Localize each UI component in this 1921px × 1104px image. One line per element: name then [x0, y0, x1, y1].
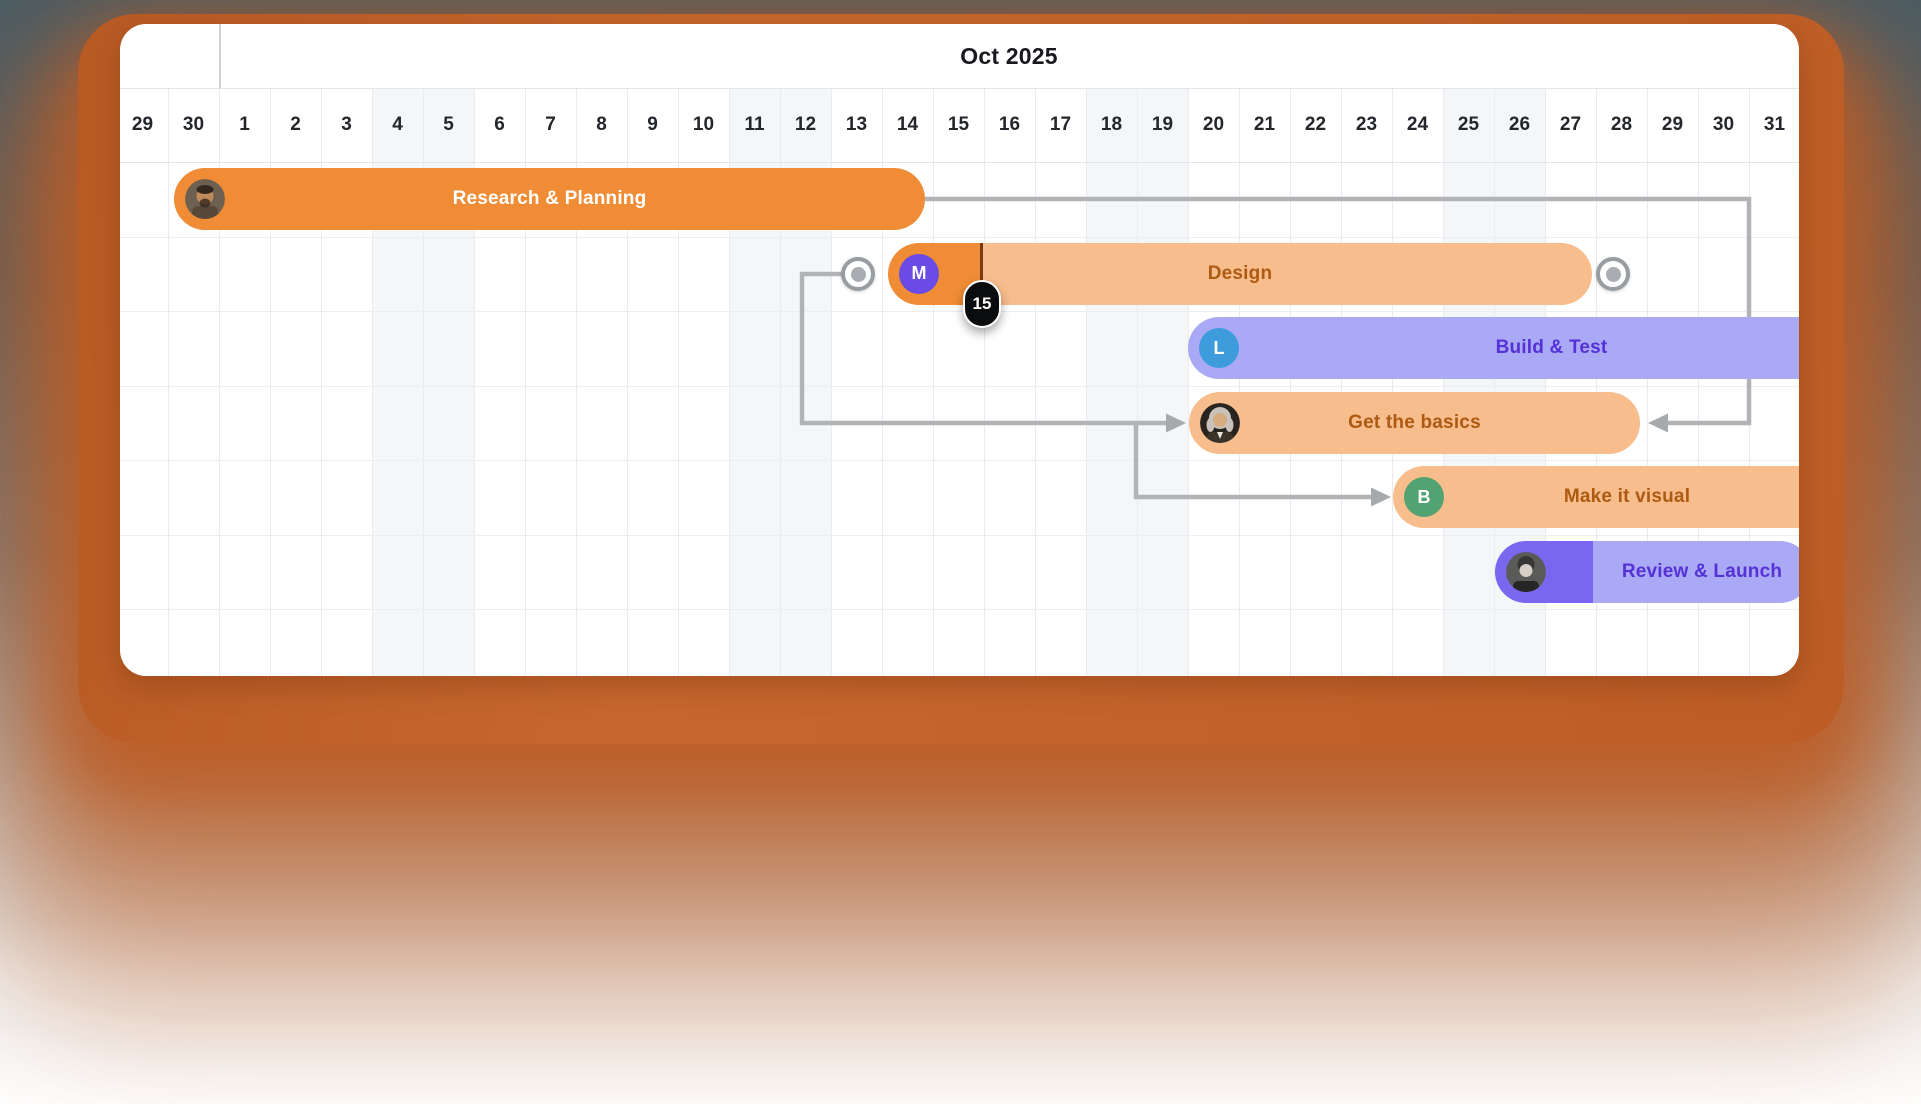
day-header-cell: 15: [947, 114, 970, 135]
weekend-column: [1137, 88, 1188, 676]
letter-avatar[interactable]: M: [899, 253, 939, 294]
dependency-arrow-icon: [1371, 487, 1391, 507]
task-label: Get the basics: [1348, 411, 1481, 433]
grid-hline: [120, 460, 1799, 461]
day-header-cell: 5: [443, 114, 454, 135]
grid-vline: [576, 88, 577, 676]
day-header-cell: 7: [545, 114, 556, 135]
grid-hline: [120, 311, 1799, 312]
grid-vline: [933, 88, 934, 676]
grid-vline: [729, 88, 730, 676]
day-header-cell: 12: [794, 114, 817, 135]
day-header-cell: 20: [1202, 114, 1225, 135]
day-header-cell: 8: [596, 114, 607, 135]
dependency-arrow-icon: [1648, 413, 1668, 433]
task-label: Make it visual: [1563, 486, 1691, 508]
grid-vline: [423, 88, 424, 676]
resize-handle-left[interactable]: [841, 257, 875, 291]
grid-vline: [1188, 88, 1189, 676]
grid-vline: [1086, 88, 1087, 676]
day-header-cell: 6: [494, 114, 505, 135]
grid-vline: [1035, 88, 1036, 676]
grid-vline: [372, 88, 373, 676]
grid-hline: [120, 385, 1799, 387]
grid-vline: [1137, 88, 1138, 676]
grid-vline: [321, 88, 322, 676]
task-label: Design: [1207, 262, 1273, 284]
grid-vline: [219, 88, 220, 676]
letter-avatar[interactable]: L: [1199, 328, 1239, 369]
task-label: Research & Planning: [452, 188, 647, 210]
day-header-cell: 13: [845, 114, 868, 135]
grid-vline: [627, 88, 628, 676]
day-header-cell: 30: [1712, 114, 1735, 135]
letter-avatar[interactable]: B: [1404, 477, 1444, 518]
day-header-cell: 29: [131, 114, 154, 135]
grid-hline: [120, 162, 1799, 163]
day-header-cell: 25: [1457, 114, 1480, 135]
resize-handle-right[interactable]: [1596, 257, 1630, 291]
grid-vline: [1290, 88, 1291, 676]
day-header-cell: 14: [896, 114, 919, 135]
grid-vline: [474, 88, 475, 676]
drag-date-line: [980, 243, 983, 284]
grid-vline: [780, 88, 781, 676]
day-header-cell: 11: [744, 114, 765, 135]
day-header-cell: 3: [341, 114, 352, 135]
grid-hline: [120, 236, 1799, 238]
day-header-cell: 2: [290, 114, 301, 135]
day-header-cell: 9: [647, 114, 658, 135]
weekend-column: [1086, 88, 1137, 676]
grid-vline: [1443, 88, 1444, 676]
task-bar-research[interactable]: Research & Planning: [174, 168, 925, 231]
task-bar-basics[interactable]: Get the basics: [1189, 391, 1640, 454]
task-bar-build[interactable]: Build & Test L: [1188, 317, 1799, 380]
day-header-cell: 4: [392, 114, 403, 135]
grid-vline: [678, 88, 679, 676]
day-header-cell: 27: [1559, 114, 1582, 135]
task-label: Build & Test: [1495, 337, 1608, 359]
day-header-cell: 28: [1610, 114, 1633, 135]
drag-date-tooltip: 15: [963, 280, 1001, 328]
day-header-cell: 19: [1151, 114, 1174, 135]
portrait-avatar[interactable]: [1200, 402, 1240, 443]
month-divider: [219, 24, 221, 88]
portrait-avatar[interactable]: [1506, 551, 1546, 592]
grid-vline: [270, 88, 271, 676]
day-header-cell: 17: [1049, 114, 1072, 135]
grid-vline: [984, 88, 985, 676]
day-header-cell: 22: [1304, 114, 1327, 135]
grid-vline: [1341, 88, 1342, 676]
day-header-cell: 30: [182, 114, 205, 135]
task-bar-visual[interactable]: Make it visual B: [1393, 466, 1799, 529]
grid-hline: [120, 609, 1799, 610]
grid-vline: [1392, 88, 1393, 676]
grid-vline: [525, 88, 526, 676]
day-header-cell: 26: [1508, 114, 1531, 135]
task-label: Review & Launch: [1621, 560, 1783, 582]
month-label: Oct 2025: [960, 43, 1058, 69]
portrait-avatar[interactable]: [185, 179, 225, 220]
day-header-cell: 16: [998, 114, 1021, 135]
grid-hline: [120, 534, 1799, 536]
day-header-cell: 31: [1763, 114, 1786, 135]
day-header-cell: 23: [1355, 114, 1378, 135]
grid-vline: [168, 88, 169, 676]
day-header-cell: 29: [1661, 114, 1684, 135]
grid-vline: [1239, 88, 1240, 676]
grid-hline: [120, 88, 1799, 89]
grid-vline: [1494, 88, 1495, 676]
weekend-column: [1443, 88, 1494, 676]
day-header-cell: 21: [1253, 114, 1276, 135]
task-bar-launch[interactable]: Review & Launch: [1495, 540, 1799, 603]
day-header-cell: 18: [1100, 114, 1123, 135]
day-header-cell: 10: [692, 114, 715, 135]
day-header-cell: 24: [1406, 114, 1429, 135]
day-header-cell: 1: [239, 114, 250, 135]
